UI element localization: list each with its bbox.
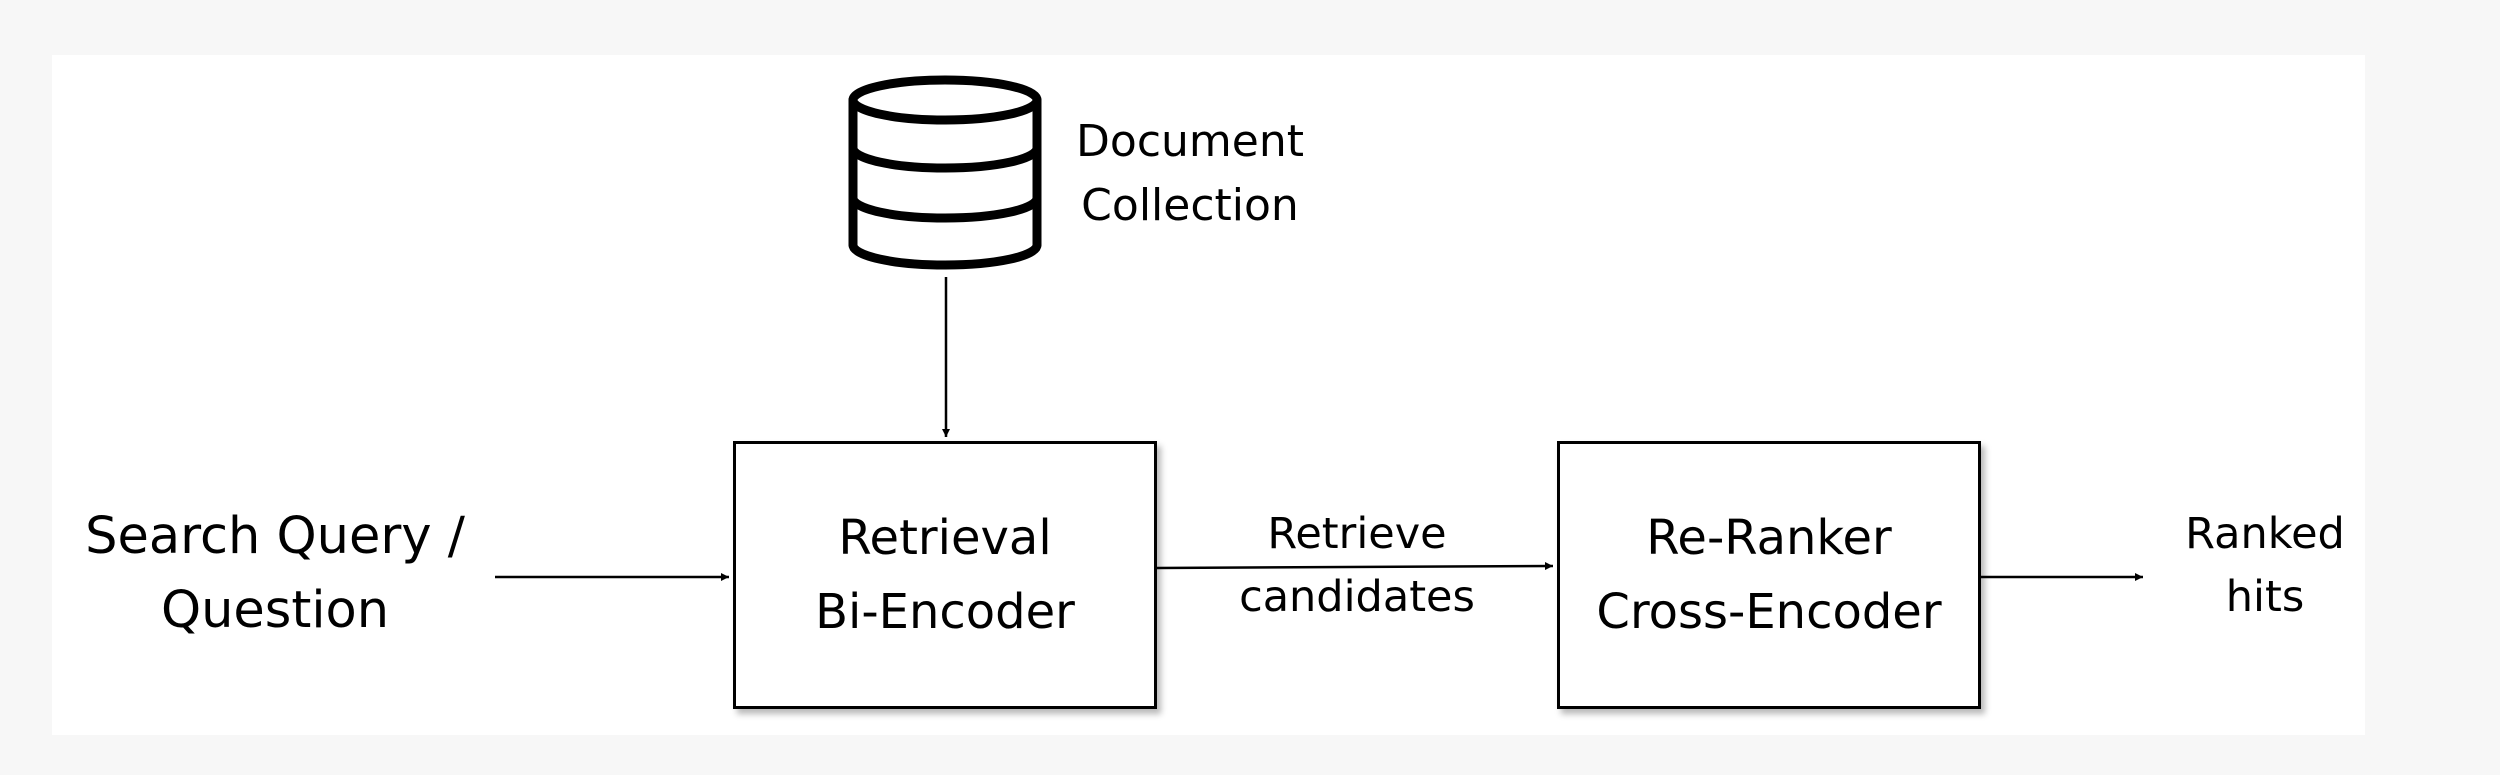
query-label: Search Query / Question bbox=[60, 500, 490, 648]
document-collection-label-line: Document bbox=[1076, 116, 1304, 167]
ranked-hits-label: Ranked hits bbox=[2150, 503, 2380, 629]
ranked-hits-label-line: hits bbox=[2225, 572, 2305, 622]
reranker-box-line: Cross-Encoder bbox=[1596, 584, 1942, 640]
reranker-box-line: Re-Ranker bbox=[1646, 510, 1892, 566]
query-label-line: Search Query / bbox=[85, 507, 465, 566]
document-collection-label: Document Collection bbox=[1050, 110, 1330, 238]
retrieve-candidates-label: Retrieve candidates bbox=[1202, 503, 1512, 629]
edge-label-line: Retrieve bbox=[1267, 509, 1447, 559]
document-collection-label-line: Collection bbox=[1081, 180, 1299, 231]
retrieval-bi-encoder-box: Retrieval Bi-Encoder bbox=[733, 441, 1157, 709]
reranker-cross-encoder-box: Re-Ranker Cross-Encoder bbox=[1557, 441, 1981, 709]
database-icon bbox=[848, 75, 1042, 270]
edge-label-line: candidates bbox=[1239, 572, 1475, 622]
query-label-line: Question bbox=[160, 581, 390, 640]
edge-retrieval-to-reranker bbox=[1156, 562, 1554, 571]
retrieval-box-line: Bi-Encoder bbox=[815, 584, 1075, 640]
retrieval-box-line: Retrieval bbox=[838, 510, 1052, 566]
ranked-hits-label-line: Ranked bbox=[2185, 509, 2345, 559]
